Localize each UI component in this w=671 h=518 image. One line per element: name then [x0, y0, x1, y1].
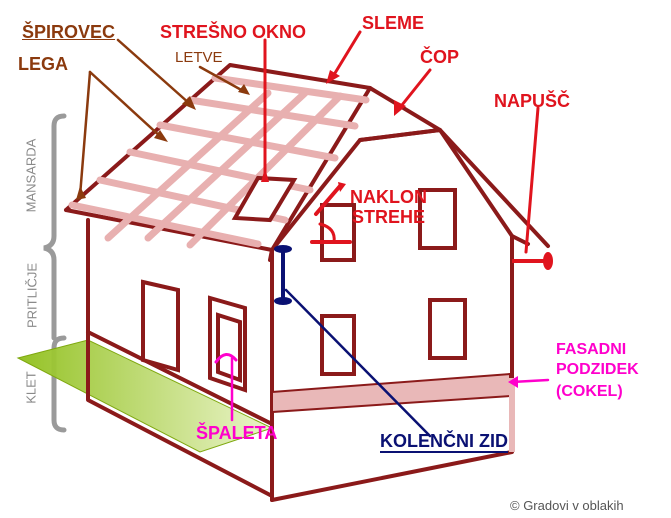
label-strehe: STREHE: [352, 207, 426, 227]
label-podzidek: PODZIDEK: [556, 361, 639, 378]
windows: [141, 188, 467, 393]
side-label-klet: KLET: [23, 371, 39, 404]
label-cokel: (COKEL): [556, 383, 623, 400]
label-stresno-okno: STREŠNO OKNO: [160, 22, 307, 42]
basement-slab: [18, 340, 272, 452]
label-lega: LEGA: [18, 54, 69, 74]
facade-plinth: [271, 372, 511, 414]
label-sleme: SLEME: [362, 13, 425, 33]
label-cop: ČOP: [420, 47, 460, 67]
label-napusc: NAPUŠČ: [494, 91, 571, 111]
level-brackets: [43, 113, 67, 433]
label-spaleta: ŠPALETA: [196, 423, 278, 443]
label-fasadni: FASADNI: [556, 341, 627, 358]
side-label-mansarda: MANSARDA: [23, 138, 39, 213]
roof-window: [231, 175, 298, 223]
arrowheads: [76, 70, 553, 388]
label-letve: LETVE: [175, 49, 223, 66]
label-naklon: NAKLON: [350, 187, 427, 207]
copyright-text: © Gradovi v oblakih: [510, 498, 624, 513]
side-label-pritlicje: PRITLIČJE: [24, 263, 40, 329]
house-outline: [64, 63, 550, 502]
label-kolencni-zid: KOLENČNI ZID: [380, 431, 508, 453]
label-spirovec: ŠPIROVEC: [22, 22, 116, 42]
